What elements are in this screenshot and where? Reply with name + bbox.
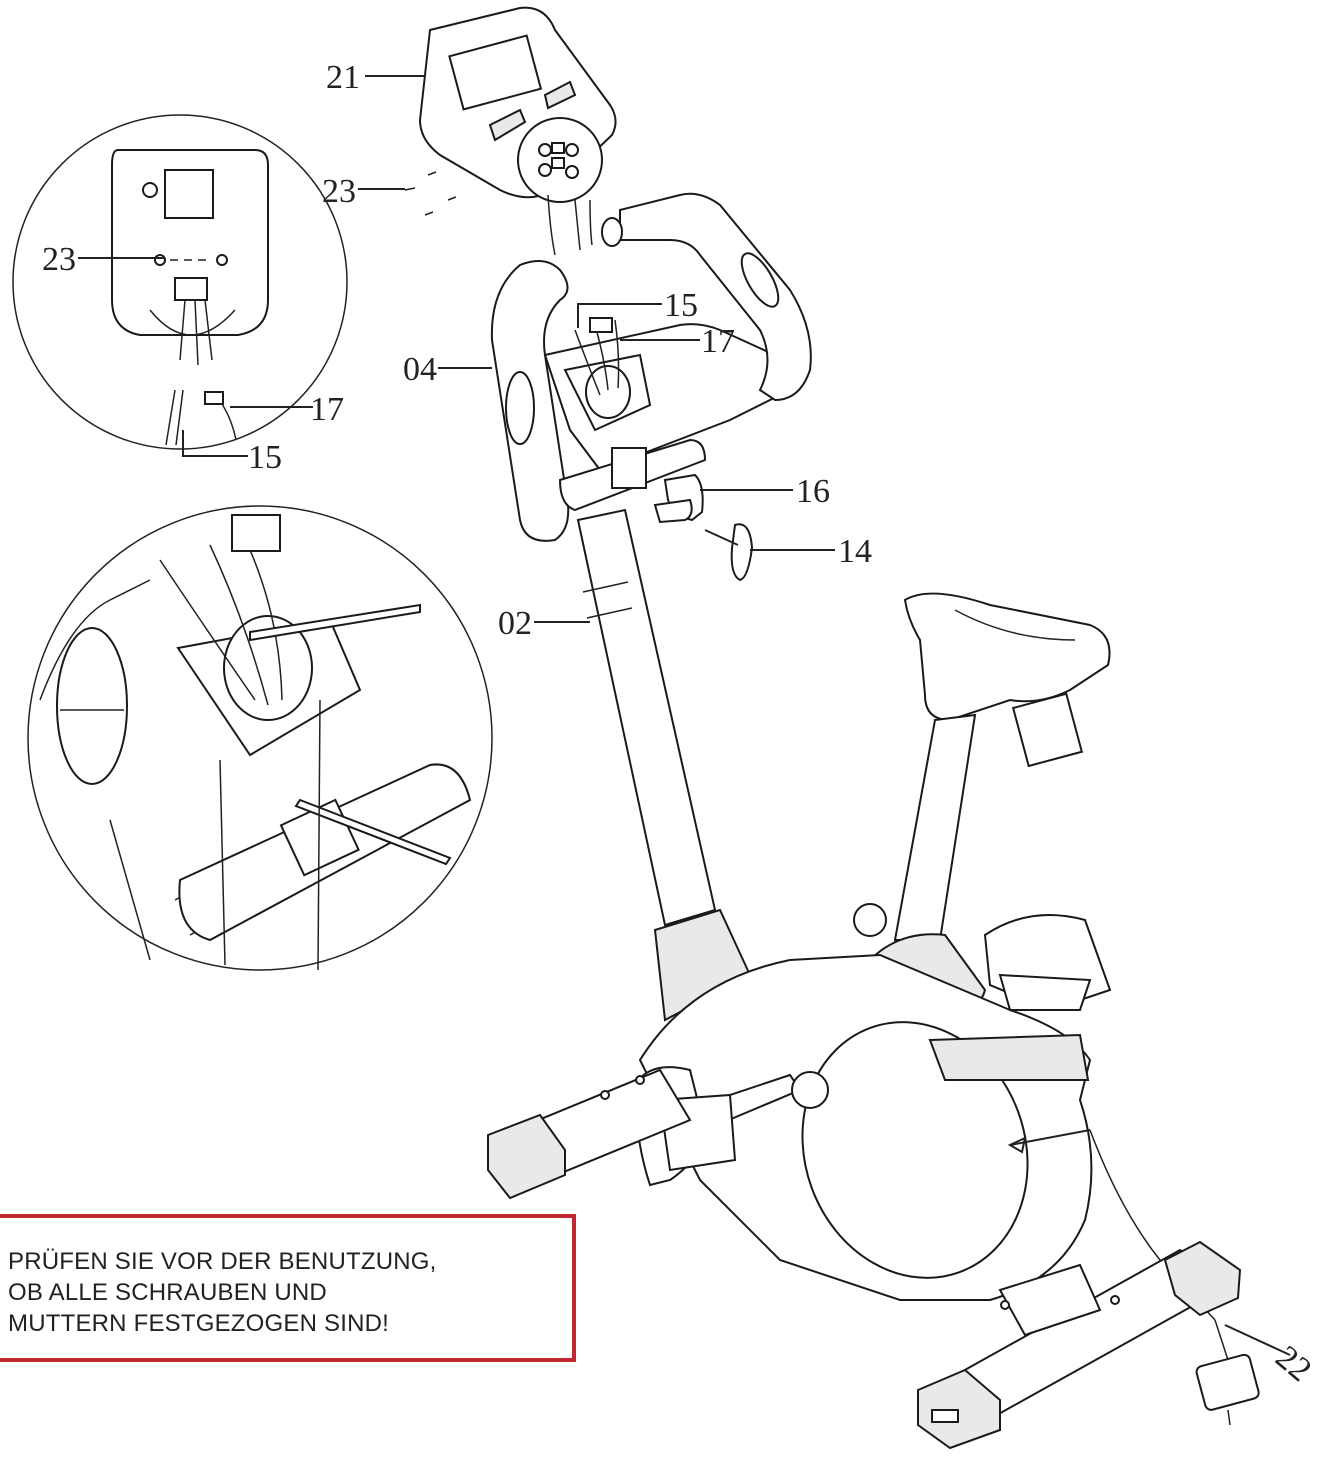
label-16: 16 [796, 473, 830, 510]
detail-circle-console [12, 114, 348, 450]
label-15-main: 15 [664, 287, 698, 324]
part-labels: 21 23 23 15 17 04 17 15 16 14 02 22 [42, 59, 1318, 1389]
label-14: 14 [838, 533, 872, 570]
bike-post [576, 508, 752, 1022]
warning-text: PRÜFEN SIE VOR DER BENUTZUNG, OB ALLE SC… [8, 1248, 437, 1337]
label-23-main: 23 [322, 173, 356, 210]
bike-rear-stabilizer [917, 1240, 1242, 1450]
detail-circle-cables [27, 505, 493, 971]
label-17-main: 17 [701, 323, 735, 360]
label-02: 02 [498, 605, 532, 642]
bike-clamp [653, 473, 754, 582]
bike-frame [638, 953, 1216, 1321]
label-23-detail: 23 [42, 241, 76, 278]
label-04: 04 [403, 351, 437, 388]
bike-console [404, 6, 617, 256]
bike-front-stabilizer [487, 1068, 692, 1200]
label-21: 21 [326, 59, 360, 96]
label-17-detail: 17 [310, 391, 344, 428]
label-15-detail: 15 [248, 439, 282, 476]
bike-power-adapter [1195, 1319, 1260, 1426]
bike-handlebar [490, 192, 812, 542]
leader-lines [78, 75, 1291, 1356]
warning-box: PRÜFEN SIE VOR DER BENUTZUNG, OB ALLE SC… [0, 1214, 576, 1362]
label-22: 22 [1268, 1339, 1318, 1389]
